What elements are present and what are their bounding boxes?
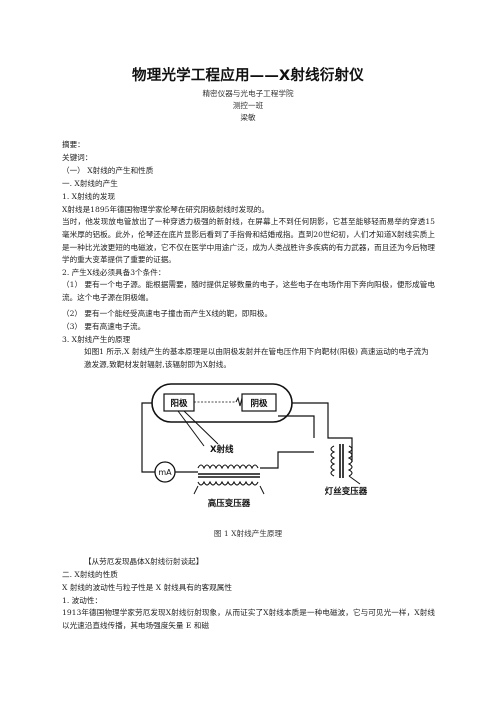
condition-3: （3） 要有高速电子流。 [62,322,146,331]
condition-1: （1） 要有一个电子源。能根据需要，随时提供足够数量的电子，这些电子在电场作用下… [62,280,435,302]
cathode-label: 阴极 [250,398,268,409]
item-3-heading: 3. X射线产生的原理 [62,335,131,344]
item-4-heading: 1. 波动性： [62,596,103,605]
paragraph-4: X 射线的波动性与粒子性是 X 射线具有的客观属性 [62,583,232,592]
anode-label: 阳极 [170,398,188,409]
xray-beam-edge [177,410,205,447]
document-title: 物理光学工程应用——X射线衍射仪 [132,68,364,84]
hv-transformer-label: 高压变压器 [208,498,251,509]
section-2-heading: 二. X射线的性质 [62,570,118,579]
section-1-heading: （一） X射线的产生和性质 [62,166,154,175]
anode-block [163,393,195,412]
section-1-1-heading: 一. X射线的产生 [62,179,118,188]
item-2-heading: 2. 产生X线必须具备3个条件： [62,268,166,277]
filament-secondary-coil [330,445,336,477]
paragraph-5: 1913年德国物理学家劳厄发现X射线衍射现象，从而证实了X射线本质是一种电磁波，… [62,608,435,630]
condition-2: （2） 要有一个能经受高速电子撞击而产生X线的靶，即阳极。 [62,309,273,318]
class-name: 测控一班 [232,101,264,110]
paragraph-1: X射线是1895年德国物理学家伦琴在研究阴极射线时发现的。 [62,205,269,214]
filament-coil [235,396,243,407]
cathode-wire [292,402,353,462]
department: 精密仪器与光电子工程学院 [202,89,294,98]
note-heading: 【从劳厄发现晶体X射线衍射谈起】 [84,557,204,566]
figure-caption: 图 1 X射线产生原理 [213,529,283,538]
xray-label: X射线 [210,444,234,455]
cathode-wire-2 [278,415,315,438]
paragraph-3: 如图1 所示,X 射线产生的基本原理是以由阴极发射并在管电压作用下向靶材(阳极)… [84,347,429,369]
anode-wire [141,402,155,473]
ma-label: mA [158,468,172,477]
filament-primary-coil [347,445,353,477]
filament-transformer-label: 灯丝变压器 [325,486,368,497]
cathode-block [241,393,277,412]
hv-secondary-coil [197,464,259,470]
author: 梁敏 [240,113,256,122]
keywords-label: 关键词： [62,153,93,162]
abstract-label: 摘要： [62,140,85,149]
paragraph-2: 当时，他发现放电管放出了一种穿透力极强的新射线，在屏幕上不到任何阴影，它甚至能够… [62,217,435,265]
item-1-heading: 1. X射线的发现 [62,192,116,201]
xray-tube-diagram: 阳极 阴极 X射线 mA 高压变压器 灯丝变压器 [141,383,368,509]
xray-beam [183,410,219,445]
hv-primary-coil [197,480,259,486]
